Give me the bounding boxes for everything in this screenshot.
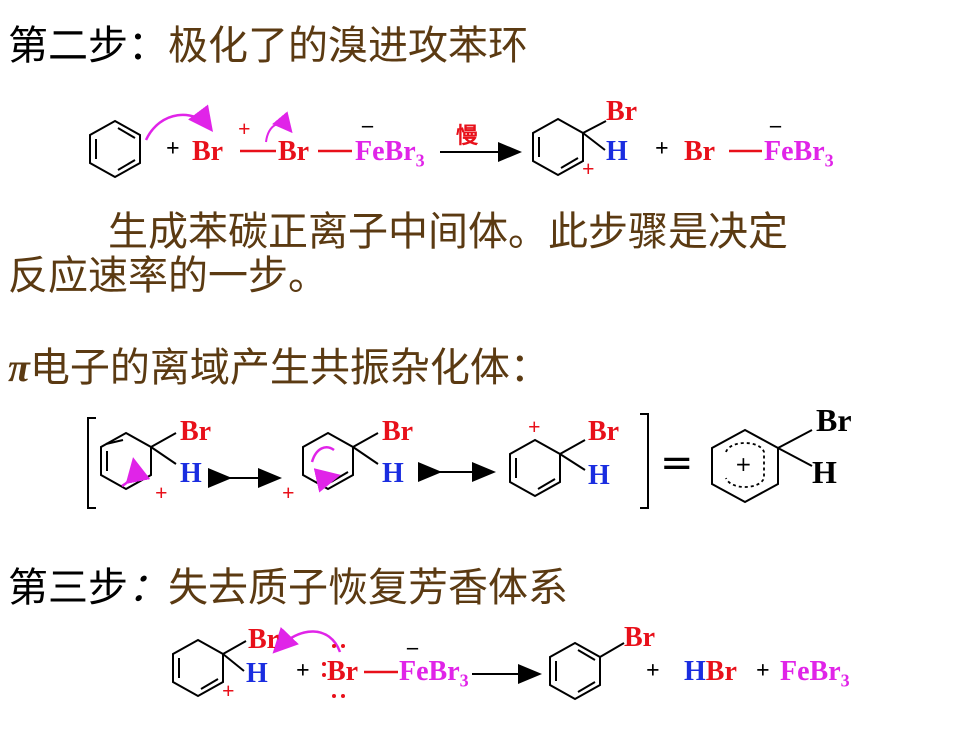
curved-arrow-3 xyxy=(272,626,342,654)
step2-text: 极化了的溴进攻苯环 xyxy=(168,23,528,69)
resonance-structure-a xyxy=(100,431,177,491)
resonance-heading: π电子的离域产生共振杂化体： xyxy=(8,345,550,391)
r3-plus2: + xyxy=(646,658,660,684)
r1-br-free: Br xyxy=(684,136,716,167)
r1-negative-charge: – xyxy=(362,112,373,137)
step3-text: 失去质子恢复芳香体系 xyxy=(168,565,568,611)
right-bracket xyxy=(640,413,649,509)
r3-negative-charge: – xyxy=(407,634,418,659)
benzene-reactant xyxy=(89,119,141,179)
resonance-structure-b xyxy=(302,431,379,491)
paragraph1-line1: 生成苯碳正离子中间体。此步骤是决定 xyxy=(108,209,788,255)
step3-colon: ： xyxy=(128,565,168,611)
r3-product-br: Br xyxy=(624,622,656,653)
r3-ring-charge: + xyxy=(222,678,235,703)
res-b-br: Br xyxy=(382,416,414,447)
r1-negative-charge-2: – xyxy=(770,112,781,137)
lone-pair-dots xyxy=(322,644,345,698)
sigma-complex-step3 xyxy=(172,638,247,698)
r3-plus3: + xyxy=(756,658,770,684)
r3-h: H xyxy=(246,658,268,689)
sigma-complex-product xyxy=(532,117,607,177)
res-a-h: H xyxy=(180,458,202,489)
r3-br: Br xyxy=(248,624,280,655)
r1-plus1: + xyxy=(166,136,180,162)
r1-febr3: FeBr3 xyxy=(355,136,425,171)
r3-hbr: HBr xyxy=(684,656,737,687)
r1-plus2: + xyxy=(655,136,669,162)
res-c-h: H xyxy=(588,460,610,491)
r3-plus1: + xyxy=(296,658,310,684)
res-b-plus: + xyxy=(282,480,295,505)
res-a-br: Br xyxy=(180,416,212,447)
r1-febr3-b: FeBr3 xyxy=(764,136,834,171)
r1-positive-charge: + xyxy=(238,116,251,141)
slow-label: 慢 xyxy=(456,124,479,149)
paragraph1-line2: 反应速率的一步。 xyxy=(8,253,328,299)
hybrid-plus: + xyxy=(735,452,752,476)
equals-sign: = xyxy=(660,440,694,486)
pi-symbol: π xyxy=(8,345,30,390)
r1-product-br: Br xyxy=(606,96,638,127)
res-c-plus: + xyxy=(528,414,541,439)
resonance-hybrid xyxy=(711,428,813,504)
resonance-title: 电子的离域产生共振杂化体： xyxy=(29,345,550,391)
step2-label: 第二步： xyxy=(8,23,168,69)
curved-arrow-2 xyxy=(265,111,293,143)
hybrid-br: Br xyxy=(816,402,852,438)
hybrid-h: H xyxy=(812,454,837,490)
resonance-structure-c xyxy=(509,438,586,498)
res-a-plus: + xyxy=(155,480,168,505)
res-c-br: Br xyxy=(588,416,620,447)
step3-heading: 第三步：失去质子恢复芳香体系 xyxy=(8,566,568,610)
r3-febr3: FeBr3 xyxy=(399,656,469,691)
bromobenzene-product xyxy=(549,641,625,701)
curved-arrow-1 xyxy=(144,104,214,141)
r3-br-lonepairs: Br xyxy=(327,656,359,687)
left-bracket xyxy=(87,417,96,509)
res-b-h: H xyxy=(382,458,404,489)
step3-label: 第三步 xyxy=(8,565,128,611)
r3-febr3-b: FeBr3 xyxy=(780,656,850,691)
r1-br-positive: Br xyxy=(192,136,224,167)
r1-product-h: H xyxy=(606,136,628,167)
step2-heading: 第二步：极化了的溴进攻苯环 xyxy=(8,24,528,68)
r1-br-middle: Br xyxy=(278,136,310,167)
r1-ring-charge: + xyxy=(582,156,595,181)
